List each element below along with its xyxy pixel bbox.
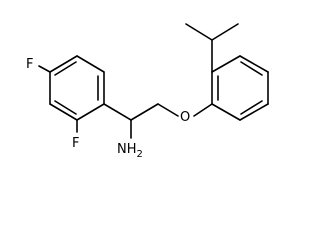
- bond-r5-r6: [239, 103, 269, 121]
- bond-c4-f-top: [38, 65, 51, 73]
- double-bond-c2-c3: [54, 100, 77, 115]
- atom-label-fluorine-top: F: [26, 57, 33, 72]
- bond-r3-r4: [239, 55, 269, 73]
- double-bond-c4-c5: [54, 61, 77, 76]
- bond-c1-c2: [76, 103, 105, 121]
- atom-label-fluorine-bottom: F: [72, 136, 79, 151]
- structure-canvas: F F NH2 O: [26, 23, 269, 160]
- difluorophenyl-ring: [49, 55, 105, 121]
- bond-c5-c6: [76, 55, 105, 73]
- bond-r6-r1: [211, 103, 241, 121]
- bond-c2-c3: [49, 103, 78, 121]
- atom-label-ether-oxygen: O: [180, 110, 190, 125]
- atom-label-amine: NH2: [117, 142, 143, 160]
- bond-isopropyl-methyl-right: [211, 23, 239, 41]
- bond-c4-c5: [49, 55, 78, 73]
- double-bond-r3-r4: [240, 61, 263, 76]
- bond-isopropyl-methyl-left: [185, 23, 213, 41]
- double-bond-r5-r6: [240, 100, 263, 115]
- bond-ch2-o: [157, 103, 179, 117]
- isopropylphenyl-ring: [211, 55, 269, 121]
- molecule-structure: F F NH2 O: [26, 23, 269, 160]
- bond-ring-ch: [103, 103, 132, 121]
- bond-r2-r3: [211, 55, 241, 73]
- bond-ch-ch2: [130, 103, 159, 121]
- bond-o-ring: [193, 103, 213, 117]
